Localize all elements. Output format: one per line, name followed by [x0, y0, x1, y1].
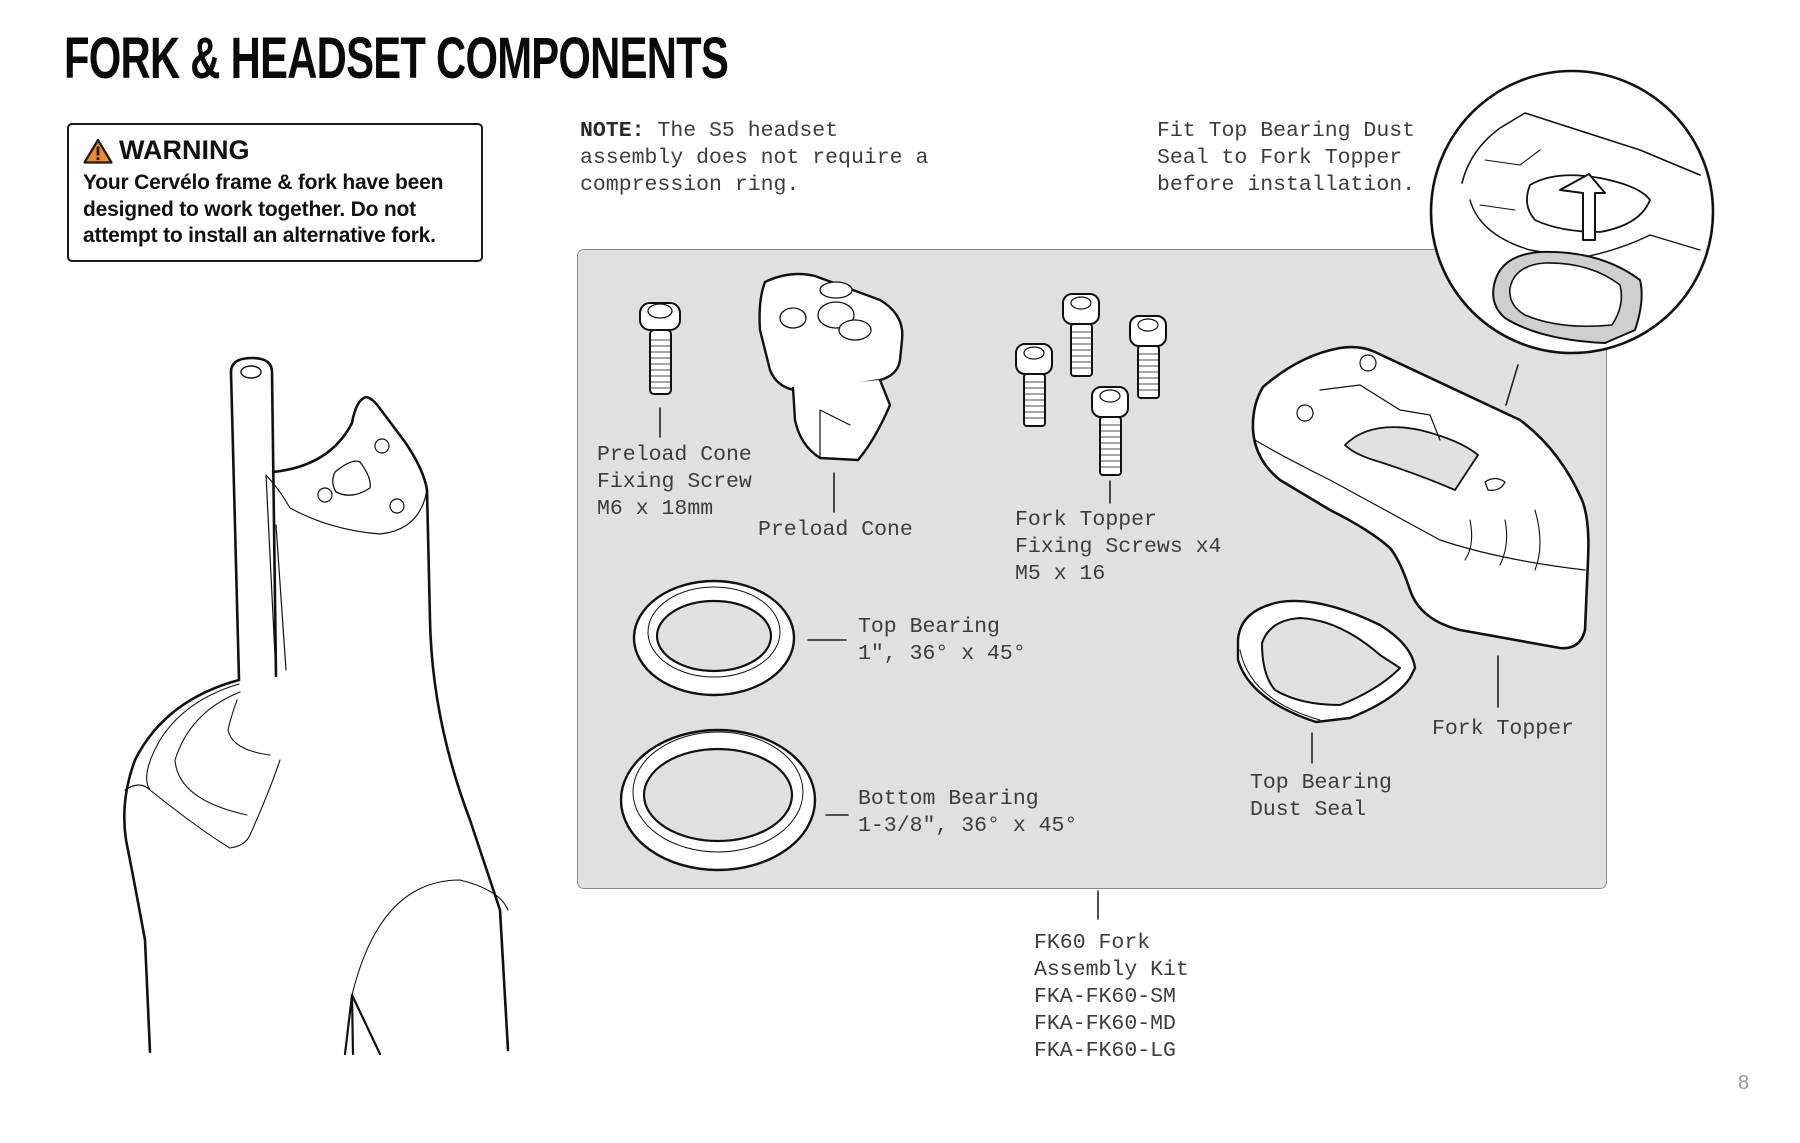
note-label: NOTE: — [580, 119, 645, 143]
dust-seal-drawing — [1236, 599, 1417, 724]
warning-body: Your Cervélo frame & fork have been desi… — [83, 171, 444, 247]
warning-triangle-icon — [83, 138, 113, 164]
label-fork-topper: Fork Topper — [1432, 717, 1574, 741]
label-top-bearing: Top Bearing 1", 36° x 45° — [858, 615, 1026, 666]
label-fork-topper-fixing-screws: Fork Topper Fixing Screws x4 M5 x 16 — [1015, 508, 1222, 586]
frame-fork-illustration — [122, 356, 510, 1056]
detail-callout-text: Fit Top Bearing Dust Seal to Fork Topper… — [1157, 119, 1416, 197]
detail-circle — [1429, 69, 1715, 355]
page-title: FORK & HEADSET COMPONENTS — [64, 26, 729, 91]
label-fk60-kit: FK60 Fork Assembly Kit FKA-FK60-SM FKA-F… — [1034, 931, 1189, 1063]
fork-topper-screws-drawing — [1015, 293, 1167, 476]
warning-heading: WARNING — [119, 135, 250, 165]
fork-topper-drawing — [1251, 345, 1590, 650]
warning-heading-row: WARNING — [83, 137, 481, 164]
preload-screw-drawing — [639, 302, 681, 395]
label-bottom-bearing: Bottom Bearing 1-3/8", 36° x 45° — [858, 787, 1078, 838]
preload-cone-drawing — [758, 272, 904, 462]
bottom-bearing-drawing — [619, 728, 817, 872]
warning-box: WARNING Your Cervélo frame & fork have b… — [67, 123, 483, 262]
leader-lines — [659, 364, 1519, 920]
note-text: NOTE: The S5 headset assembly does not r… — [580, 119, 929, 197]
label-preload-cone: Preload Cone — [758, 518, 913, 542]
page-number: 8 — [1738, 1072, 1750, 1094]
top-bearing-drawing — [632, 579, 796, 697]
label-top-bearing-dust-seal: Top Bearing Dust Seal — [1250, 771, 1392, 822]
label-preload-cone-fixing-screw: Preload Cone Fixing Screw M6 x 18mm — [597, 443, 752, 521]
